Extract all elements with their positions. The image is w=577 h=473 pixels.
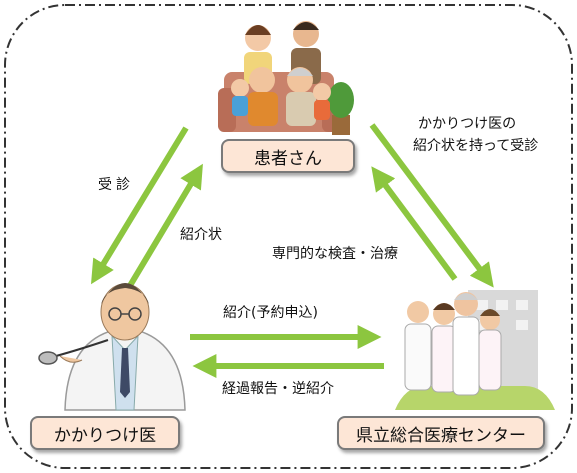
medical-team-hospital-illustration — [395, 290, 555, 410]
label-report-back: 経過報告・逆紹介 — [222, 381, 334, 397]
arrow-center-to-patients — [371, 166, 458, 281]
doctor-with-stethoscope-illustration — [38, 283, 186, 411]
arrow-patients-to-gp — [91, 126, 189, 285]
label-specialized: 専門的な検査・治療 — [272, 246, 398, 262]
label-with-letter-line1: かかりつけ医の — [418, 116, 517, 132]
label-referral: 紹介(予約申込) — [223, 305, 318, 321]
label-shokaijo: 紹介状 — [180, 227, 222, 243]
outer-frame — [4, 4, 573, 469]
family-illustration — [218, 21, 354, 135]
medical-center-node: 県立総合医療センター — [337, 416, 545, 450]
gp-node: かかりつけ医 — [30, 416, 180, 450]
label-with-letter-line2: 紹介状を持って受診 — [413, 138, 539, 154]
label-jushin: 受診 — [98, 177, 134, 193]
patients-node: 患者さん — [221, 139, 355, 173]
arrow-gp-to-patients — [125, 163, 203, 291]
arrow-patients-to-center — [369, 123, 494, 288]
